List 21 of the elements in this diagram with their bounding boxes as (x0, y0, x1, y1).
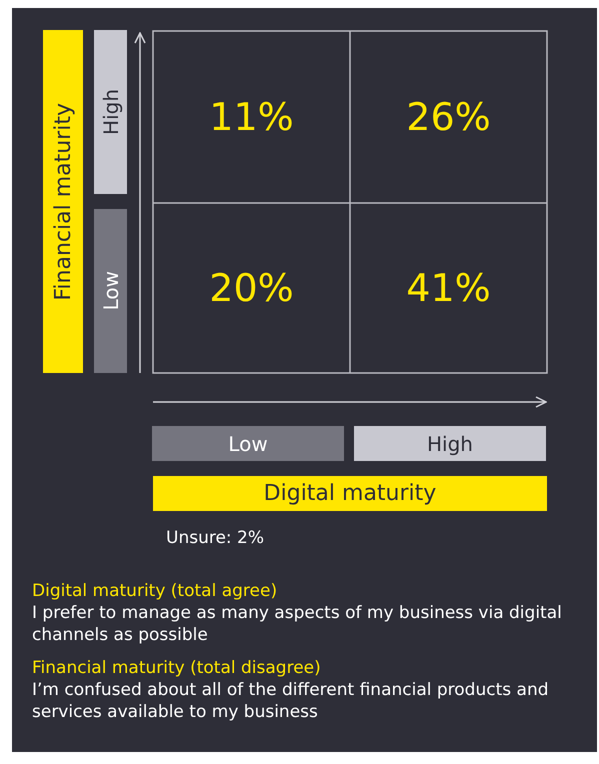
band-label: High (98, 89, 122, 135)
note-heading: Financial maturity (total disagree) (32, 657, 322, 679)
percentage-value: 41% (406, 266, 491, 310)
axis-title-band (43, 30, 83, 373)
note-text: I prefer to manage as many aspects of my business via digital channels as possible (32, 602, 563, 646)
band-label: Low (98, 271, 122, 311)
band-label: Low (228, 432, 268, 456)
level-band (152, 426, 344, 461)
percentage-value: 11% (209, 95, 294, 139)
level-band (354, 426, 546, 461)
axis-title-band (153, 476, 547, 511)
percentage-value: 20% (209, 266, 294, 310)
band-label: Digital maturity (264, 481, 436, 506)
band-label: High (427, 432, 473, 456)
note-text: I’m confused about all of the different financial products and services available to my business (32, 679, 550, 723)
level-band (94, 30, 127, 194)
note-heading: Digital maturity (total agree) (32, 580, 278, 602)
band-label: Financial maturity (50, 102, 76, 300)
percentage-value: 26% (406, 95, 491, 139)
note-text: Unsure: 2% (166, 527, 266, 549)
level-band (94, 209, 127, 373)
